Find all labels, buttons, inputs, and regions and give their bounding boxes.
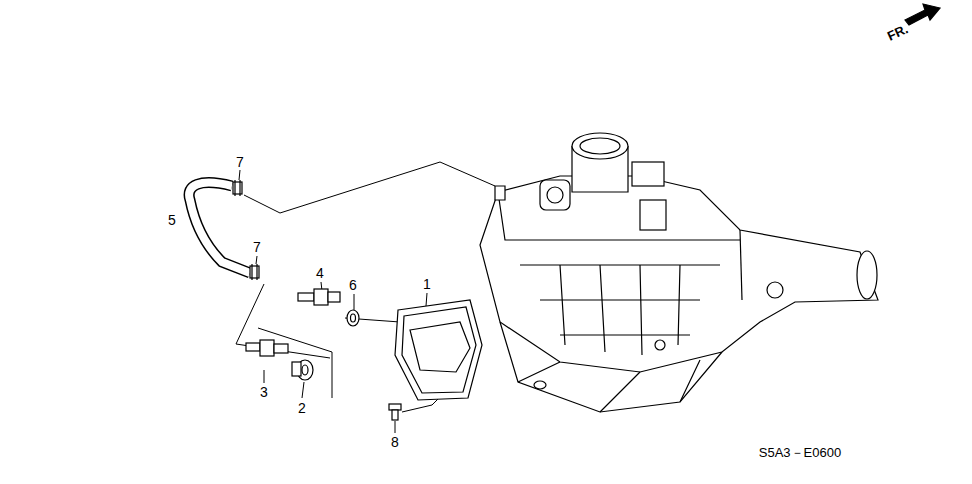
- diagram-code: S5A3－E0600: [759, 446, 841, 459]
- pcv-valve: [298, 289, 340, 305]
- label-holder: FR.: [884, 19, 911, 44]
- callout-number: 7: [236, 155, 244, 169]
- intake-manifold: [480, 133, 878, 412]
- grommet: [347, 310, 359, 326]
- leader-line: [236, 162, 495, 433]
- label-holder: 2: [298, 399, 306, 417]
- direction-label: FR.: [885, 22, 909, 43]
- grommet: [351, 314, 356, 322]
- callout-number: 6: [349, 278, 357, 292]
- label-holder: 1: [423, 275, 431, 293]
- baffle-cover: [395, 300, 482, 400]
- callout-number: 5: [168, 213, 176, 227]
- callout-number: 1: [423, 277, 431, 291]
- grommet-alt: [292, 360, 313, 380]
- label-holder: 3: [260, 383, 268, 401]
- callout-number: 3: [260, 385, 268, 399]
- breather-hose: [189, 183, 250, 273]
- label-holder: 8: [391, 433, 399, 451]
- callout-number: 7: [253, 240, 261, 254]
- label-holder: 6: [349, 276, 357, 294]
- front-arrow: [905, 4, 940, 25]
- callout-number: 8: [391, 435, 399, 449]
- label-holder: 4: [316, 264, 324, 282]
- label-holder: 7: [236, 153, 244, 171]
- label-holder: 5: [168, 211, 176, 229]
- callout-number: 4: [316, 266, 324, 280]
- callout-number: 2: [298, 401, 306, 415]
- flange-bolt: [389, 404, 401, 420]
- label-holder: 7: [253, 238, 261, 256]
- hose-clip: [233, 180, 259, 280]
- pcv-valve-alt: [246, 340, 288, 356]
- label-holder: S5A3－E0600: [759, 443, 841, 461]
